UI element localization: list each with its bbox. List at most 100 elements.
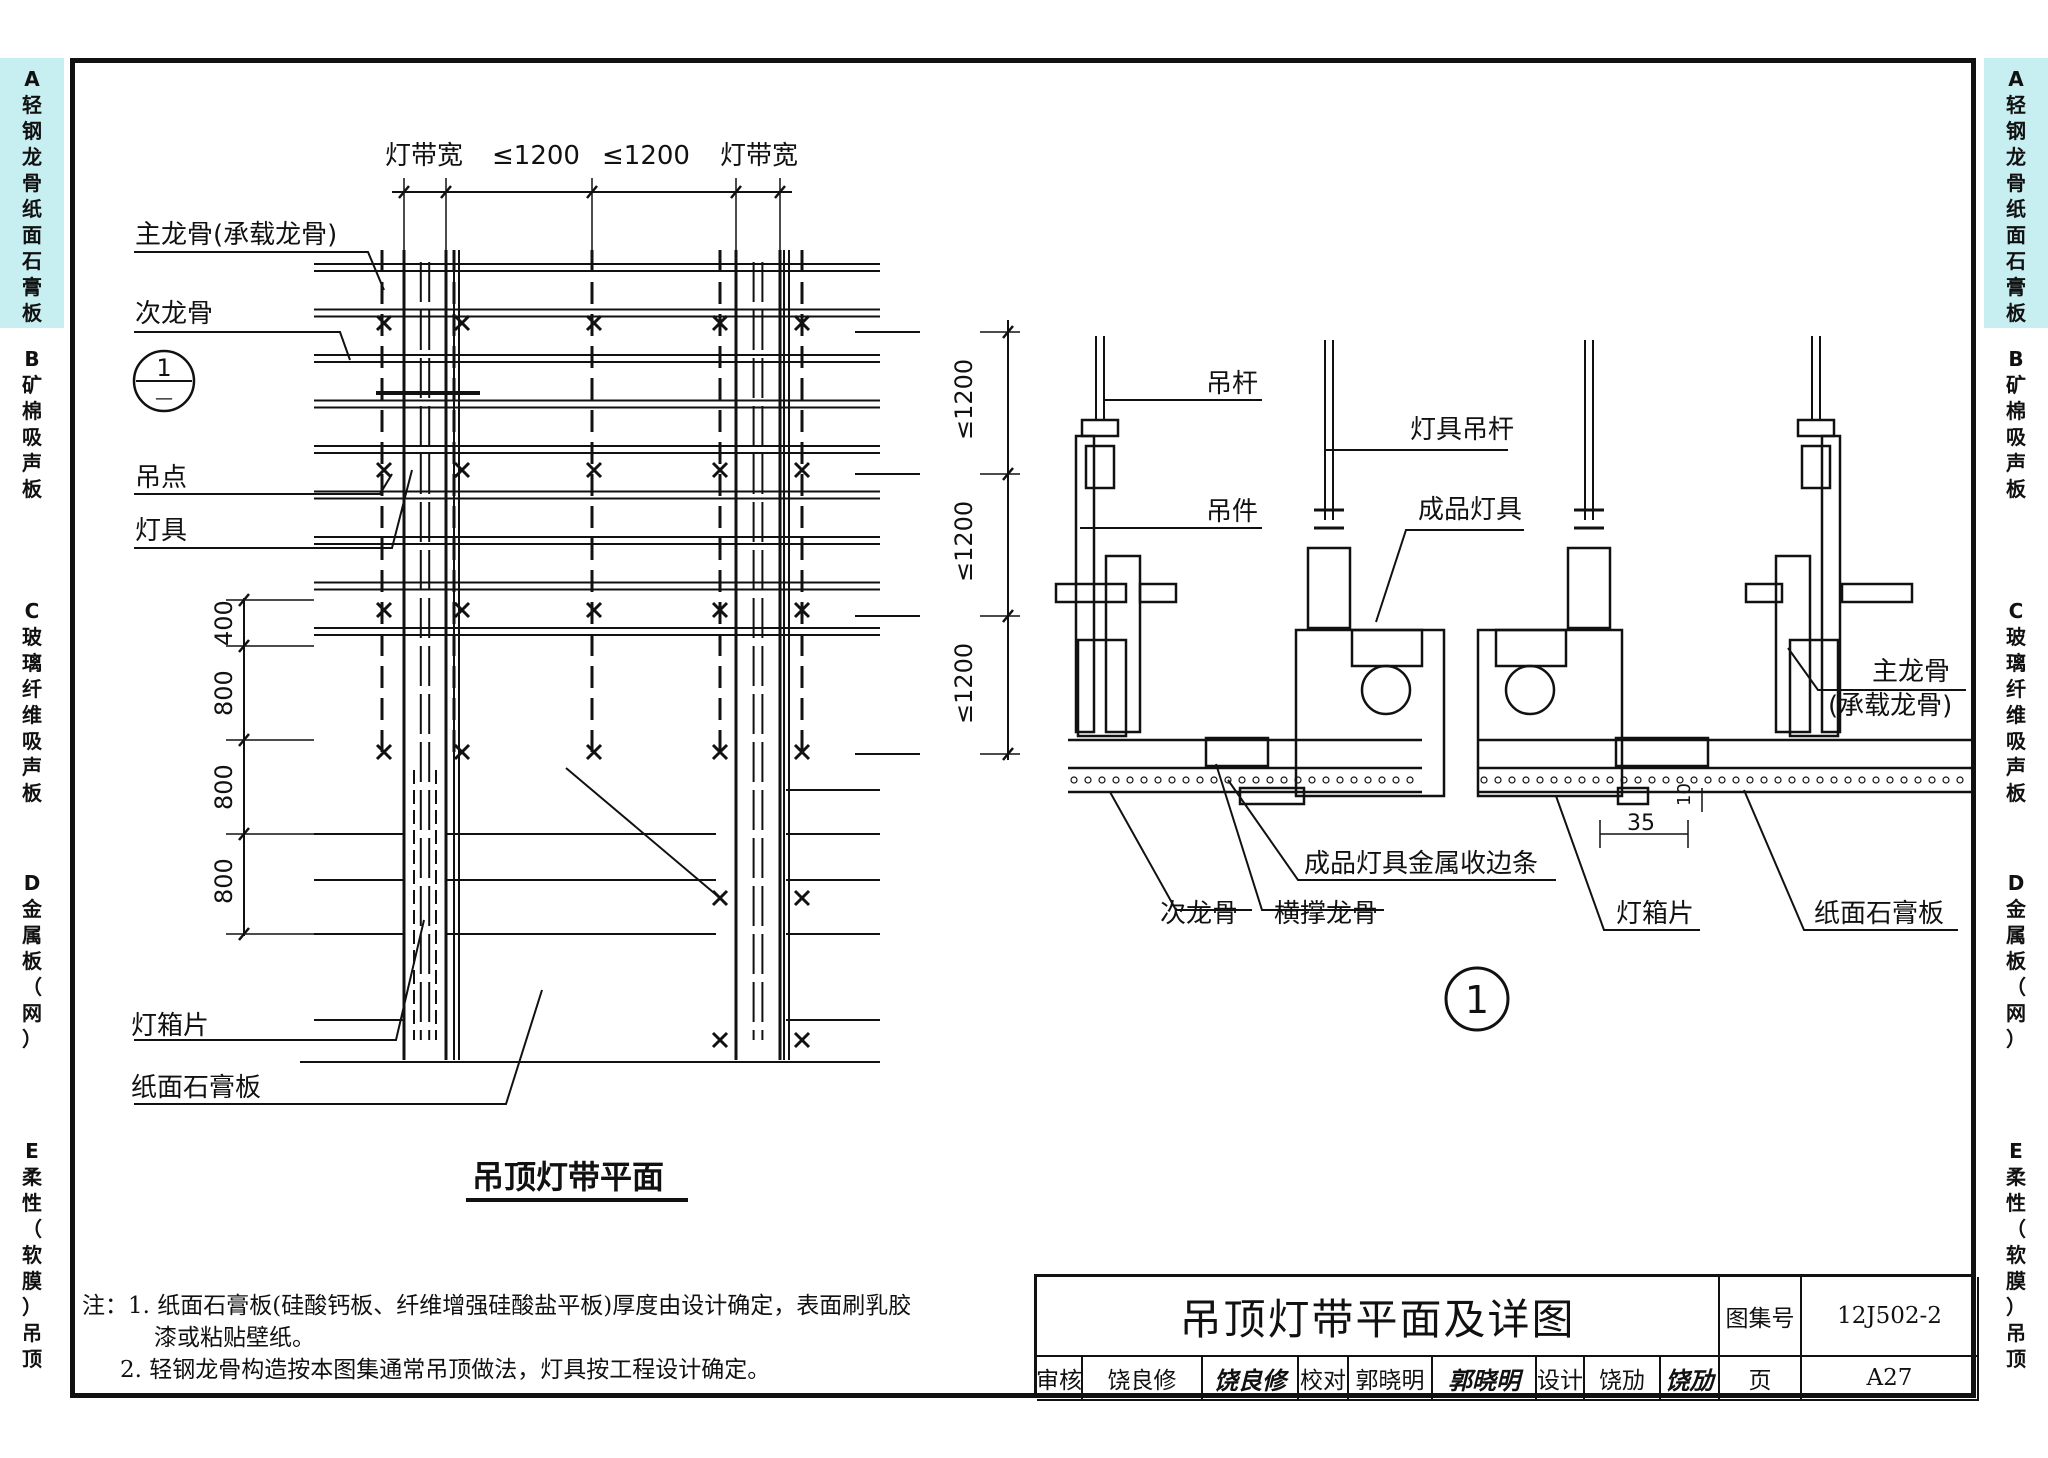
- hang-point-mark: [793, 601, 811, 619]
- hang-point-mark: [585, 314, 603, 332]
- side-tab-letter: A: [2008, 67, 2024, 91]
- board-texture: [1760, 776, 1768, 784]
- keel-lines: [300, 250, 920, 1063]
- board-texture: [1900, 776, 1908, 784]
- dim-left-3: 800: [210, 764, 238, 810]
- metal-trim-left: [1238, 786, 1306, 806]
- board-texture: [1210, 776, 1218, 784]
- hang-point-mark: [453, 601, 471, 619]
- board-texture: [1732, 776, 1740, 784]
- side-tab-letter: B: [2008, 347, 2024, 371]
- board-texture: [1718, 776, 1726, 784]
- label-sub-keel: 次龙骨: [135, 299, 213, 329]
- detail-ref-circle: [132, 349, 196, 413]
- label-gypsum-board: 纸面石膏板: [131, 1073, 261, 1103]
- hanger-spring-left: [1084, 444, 1116, 490]
- board-texture: [1508, 776, 1516, 784]
- hanger-clip-left: [1104, 554, 1142, 734]
- side-tab-title: 柔性（软膜）吊顶: [22, 1165, 42, 1371]
- dim-tick: [1002, 747, 1014, 761]
- board-texture: [1182, 776, 1190, 784]
- board-texture: [1914, 776, 1922, 784]
- hang-point-mark: [453, 314, 471, 332]
- hang-point-mark: [375, 743, 393, 761]
- board-texture: [1774, 776, 1782, 784]
- side-tab-title: 金属板（网）: [2006, 897, 2026, 1051]
- dim-tick: [1002, 325, 1014, 339]
- hanger-plate-right: [1820, 434, 1842, 734]
- side-tab-title: 矿棉吸声板: [2006, 373, 2026, 501]
- board-texture: [1606, 776, 1614, 784]
- board-texture: [1154, 776, 1162, 784]
- leader-hang-point: [134, 473, 393, 495]
- checker-name: 郭晓明: [1349, 1357, 1433, 1401]
- lamp-bulb-left: [1360, 664, 1412, 716]
- dim-tick: [238, 593, 250, 607]
- bolt-right: [1840, 582, 1914, 604]
- atlas-label: 图集号: [1720, 1277, 1802, 1357]
- board-texture: [1648, 776, 1656, 784]
- board-texture: [1788, 776, 1796, 784]
- dim-tick: [238, 639, 250, 653]
- hang-point-mark: [793, 1031, 811, 1049]
- hang-point-mark: [793, 743, 811, 761]
- board-texture: [1406, 776, 1414, 784]
- dim-left-2: 800: [210, 670, 238, 716]
- notes: 注：1. 纸面石膏板(硅酸钙板、纤维增强硅酸盐平板)厚度由设计确定，表面刷乳胶 …: [82, 1290, 911, 1386]
- hang-point-mark: [453, 743, 471, 761]
- cross-keel-right: [1614, 736, 1710, 768]
- bolt-head-left: [1138, 582, 1178, 604]
- bolt-left: [1054, 582, 1128, 604]
- side-tab-title: 玻璃纤维吸声板: [22, 625, 42, 805]
- page-label: 页: [1720, 1357, 1802, 1401]
- detail-label-metal-trim: 成品灯具金属收边条: [1304, 849, 1538, 879]
- plan-view: [300, 250, 920, 1063]
- plan-title: 吊顶灯带平面: [472, 1158, 664, 1196]
- lamp-box-right: [1476, 628, 1624, 798]
- board-texture: [1578, 776, 1586, 784]
- hanger-spring-right: [1800, 444, 1832, 490]
- board-texture: [1690, 776, 1698, 784]
- plan-leaders: [134, 251, 721, 1105]
- label-lamp: 灯具: [135, 516, 187, 546]
- dim-tick: [440, 185, 452, 199]
- label-lamp-box: 灯箱片: [131, 1011, 209, 1041]
- side-tab-letter: B: [24, 347, 40, 371]
- leader-sub-keel: [1109, 791, 1252, 911]
- check-label: 校对: [1299, 1357, 1349, 1401]
- dim-top-3: ≤1200: [602, 141, 690, 171]
- detail-label-lamp-box: 灯箱片: [1616, 899, 1694, 929]
- board-texture: [1522, 776, 1530, 784]
- review-label: 审核: [1037, 1357, 1083, 1401]
- board-texture: [1858, 776, 1866, 784]
- reviewer-signature: 饶良修: [1203, 1357, 1299, 1401]
- hang-point-mark: [793, 461, 811, 479]
- board-texture: [1126, 776, 1134, 784]
- drawing-frame: [70, 58, 1976, 1398]
- hanger-nut-right: [1796, 418, 1836, 438]
- side-tab-title: 柔性（软膜）吊顶: [2006, 1165, 2026, 1371]
- side-tab-title: 矿棉吸声板: [22, 373, 42, 501]
- dim-left-1: 400: [210, 600, 238, 646]
- detail-label-finished-lamp: 成品灯具: [1418, 495, 1522, 525]
- board-texture: [1676, 776, 1684, 784]
- bolt-head-right: [1744, 582, 1784, 604]
- board-texture: [1280, 776, 1288, 784]
- hang-point-mark: [453, 461, 471, 479]
- light-strips: [402, 250, 782, 1060]
- board-texture: [1070, 776, 1078, 784]
- side-tab-letter: E: [25, 1139, 39, 1163]
- hanger-clip-right: [1774, 554, 1812, 734]
- detail-number-circle: [1444, 966, 1510, 1032]
